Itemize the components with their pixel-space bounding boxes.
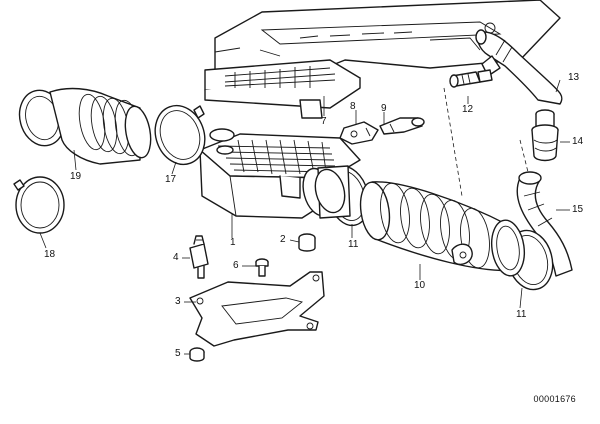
- intake-bellows: [359, 181, 526, 277]
- callout-5: 5: [175, 348, 181, 359]
- hose-connector: [531, 109, 559, 162]
- callout-11-rear: 11: [516, 309, 527, 320]
- nut: [189, 347, 205, 362]
- bolt: [255, 258, 269, 277]
- callout-6: 6: [233, 260, 239, 271]
- callout-7: 7: [321, 116, 327, 127]
- callout-9: 9: [381, 103, 387, 114]
- callout-17: 17: [165, 174, 177, 185]
- document-number: 00001676: [533, 394, 576, 404]
- mounting-bracket: [189, 271, 325, 347]
- callout-14: 14: [572, 136, 584, 147]
- intake-hose-elbow: [516, 171, 573, 277]
- callout-4: 4: [173, 252, 179, 263]
- callout-1: 1: [230, 237, 236, 248]
- callout-2: 2: [280, 234, 286, 245]
- callout-10: 10: [414, 280, 426, 291]
- rubber-mount: [189, 235, 209, 279]
- callout-19: 19: [70, 171, 82, 182]
- callout-3: 3: [175, 296, 181, 307]
- reference-lines: [443, 87, 529, 197]
- bracket-8: [339, 121, 379, 145]
- air-filter-housing: [199, 128, 361, 219]
- callout-12: 12: [462, 104, 474, 115]
- callout-18: 18: [44, 249, 56, 260]
- callout-11-front: 11: [348, 239, 359, 250]
- check-valve: [449, 69, 493, 88]
- rubber-buffer: [298, 233, 316, 252]
- breather-hose: [475, 29, 563, 105]
- callout-13: 13: [568, 72, 580, 83]
- air-mass-adapter: [302, 165, 351, 219]
- callout-leaders: [39, 79, 570, 355]
- intake-boot: [18, 87, 152, 165]
- clamp-ring-17: [154, 104, 206, 166]
- hose-clip-9: [379, 117, 425, 135]
- cover-plate: [204, 59, 361, 119]
- clamp-ring-18: [13, 176, 65, 234]
- callout-15: 15: [572, 204, 584, 215]
- callout-8: 8: [350, 101, 356, 112]
